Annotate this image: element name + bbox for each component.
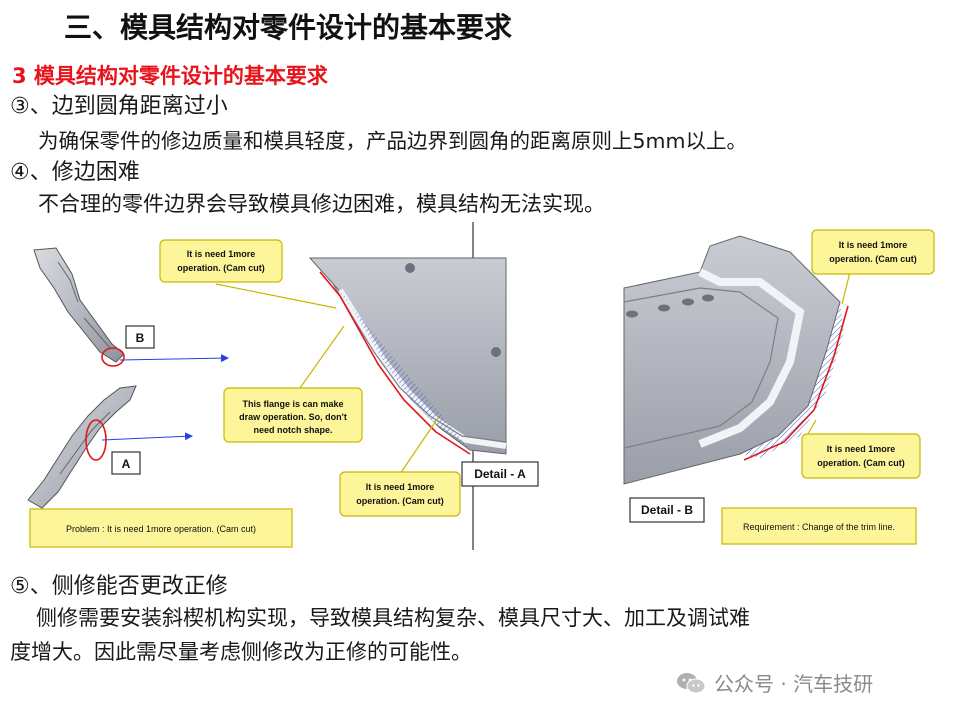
label-b: B	[136, 331, 145, 345]
callout-mid-leader	[299, 325, 345, 389]
requirement-text: Requirement : Change of the trim line.	[743, 522, 895, 532]
detail-a-render	[308, 257, 507, 455]
callout-right-top-leader	[841, 271, 851, 305]
problem-text: Problem : It is need 1more operation. (C…	[66, 524, 256, 534]
callout-mid-line2: draw operation. So, don't	[239, 412, 347, 422]
item-5-body-line2: 度增大。因此需尽量考虑侧修改为正修的可能性。	[10, 640, 472, 664]
arrow-a	[101, 432, 193, 441]
detail-a-box	[461, 461, 539, 487]
callout-mid	[223, 387, 363, 443]
callout-top	[159, 239, 283, 283]
arrow-b	[119, 354, 229, 363]
callout-bot-line1: It is need 1more	[366, 482, 435, 492]
callout-top-line1: It is need 1more	[187, 249, 256, 259]
item-3-body: 为确保零件的修边质量和模具轻度，产品边界到圆角的距离原则上5mm以上。	[38, 129, 747, 153]
problem-box	[29, 508, 293, 548]
callout-right-top	[811, 229, 935, 275]
callout-bot	[339, 471, 461, 517]
callout-right-bot-line2: operation. (Cam cut)	[817, 458, 905, 468]
callout-top-leader	[215, 283, 337, 309]
circle-b	[101, 347, 125, 367]
callout-right-bot	[801, 433, 921, 479]
detail-b-label: Detail - B	[641, 503, 693, 517]
callout-top-line2: operation. (Cam cut)	[177, 263, 265, 273]
callout-bot-leader	[399, 417, 439, 475]
item-3-heading: ③、边到圆角距离过小	[10, 94, 228, 119]
watermark-text: 公众号 · 汽车技研	[714, 672, 874, 696]
detail-b-render	[623, 235, 849, 485]
callout-mid-line1: This flange is can make	[242, 399, 343, 409]
callout-right-top-line2: operation. (Cam cut)	[829, 254, 917, 264]
detail-b-box	[629, 497, 705, 523]
part-sketch-a	[27, 385, 137, 509]
callout-bot-line2: operation. (Cam cut)	[356, 496, 444, 506]
detail-a-label: Detail - A	[474, 467, 526, 481]
label-box-b	[125, 325, 155, 349]
requirement-box	[721, 507, 917, 545]
trim-figure: B A It is need 1more operation. (Cam cut…	[27, 222, 935, 550]
item-5-heading: ⑤、侧修能否更改正修	[10, 574, 228, 599]
watermark: 公众号 · 汽车技研	[676, 668, 873, 697]
callout-mid-line3: need notch shape.	[253, 425, 332, 435]
callout-right-bot-line1: It is need 1more	[827, 444, 896, 454]
item-5-body-line1: 侧修需要安装斜楔机构实现，导致模具结构复杂、模具尺寸大、加工及调试难	[36, 606, 750, 630]
section-subtitle: 3 模具结构对零件设计的基本要求	[12, 64, 328, 88]
callout-right-top-line1: It is need 1more	[839, 240, 908, 250]
item-4-heading: ④、修边困难	[10, 160, 140, 185]
label-a: A	[122, 457, 131, 471]
page-title: 三、模具结构对零件设计的基本要求	[64, 11, 513, 44]
label-box-a	[111, 451, 141, 475]
item-4-body: 不合理的零件边界会导致模具修边困难，模具结构无法实现。	[38, 192, 605, 216]
part-sketch-b	[33, 247, 125, 363]
wechat-icon	[677, 672, 706, 693]
